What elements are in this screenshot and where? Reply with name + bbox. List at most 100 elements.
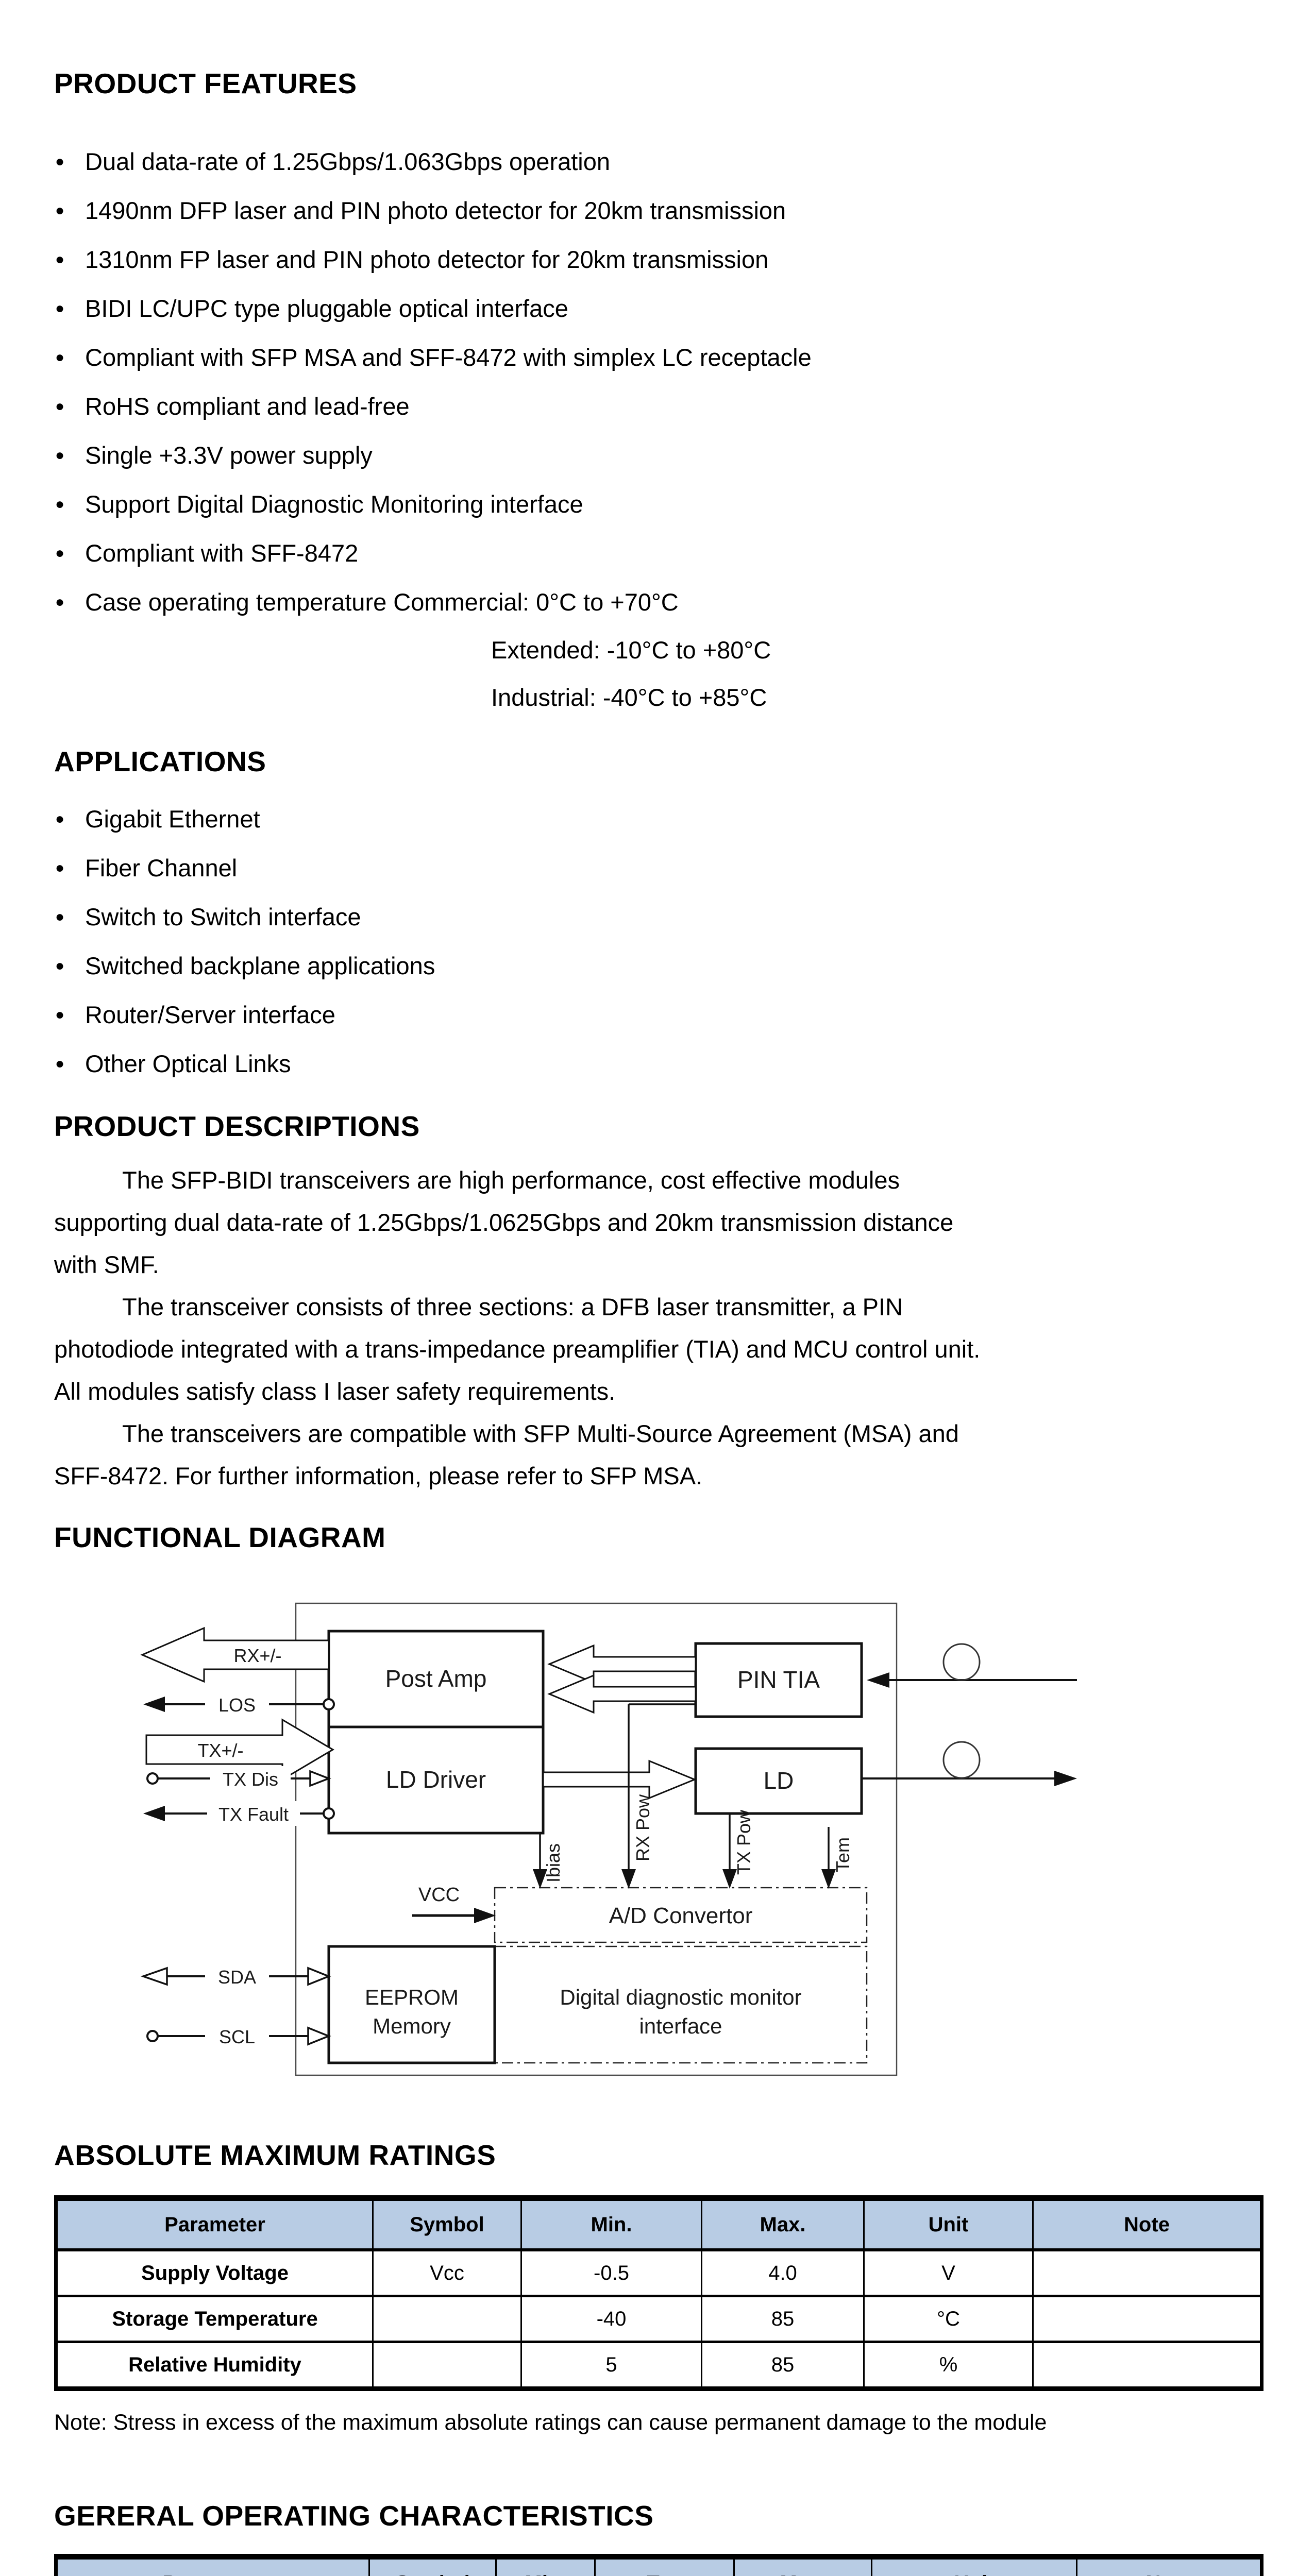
- table-cell: [372, 2341, 522, 2390]
- table-cell: 85: [701, 2341, 865, 2390]
- tx-pow-label: TX Pow: [733, 1809, 754, 1875]
- descriptions-body: The SFP-BIDI transceivers are high perfo…: [54, 1159, 1260, 1497]
- scl-label: SCL: [219, 2026, 255, 2047]
- feature-item: Single +3.3V power supply: [54, 431, 1260, 480]
- table-cell: [372, 2295, 522, 2343]
- feature-item: Dual data-rate of 1.25Gbps/1.063Gbps ope…: [54, 137, 1260, 186]
- abs-max-heading: ABSOLUTE MAXIMUM RATINGS: [54, 2139, 496, 2171]
- arrow-down-icon: [621, 1869, 636, 1889]
- gen-op-heading: GERERAL OPERATING CHARACTERISTICS: [54, 2500, 654, 2532]
- column-header: Max.: [701, 2197, 865, 2251]
- column-header: Min.: [520, 2197, 702, 2251]
- ddm-label-line1: Digital diagnostic monitor: [560, 1985, 801, 2009]
- sda-label: SDA: [218, 1967, 256, 1988]
- application-item: Other Optical Links: [54, 1039, 1260, 1088]
- description-line: The transceivers are compatible with SFP…: [122, 1420, 959, 1447]
- arrow-down-icon: [821, 1869, 836, 1889]
- ld-label: LD: [764, 1767, 794, 1794]
- table-cell: -0.5: [520, 2248, 702, 2297]
- descriptions-heading: PRODUCT DESCRIPTIONS: [54, 1110, 420, 1142]
- fiber-coil-icon: [942, 1643, 981, 1681]
- tx-fault-signal: [143, 1801, 335, 1826]
- pin-tia-label: PIN TIA: [737, 1666, 820, 1693]
- table-cell: V: [863, 2248, 1034, 2297]
- post-amp-label: Post Amp: [385, 1665, 487, 1692]
- table-header-row: Parameter Symbol Min. Max. Unit Note: [55, 2197, 1262, 2251]
- description-line: All modules satisfy class I laser safety…: [54, 1378, 616, 1405]
- column-header: Unit: [871, 2556, 1077, 2576]
- features-heading: PRODUCT FEATURES: [54, 67, 357, 99]
- application-item: Router/Server interface: [54, 990, 1260, 1039]
- arrow-left-icon: [143, 1697, 165, 1712]
- pin-circle-icon: [146, 1772, 159, 1785]
- ld-driver-box: [327, 1725, 545, 1835]
- ld-box: [694, 1747, 863, 1815]
- application-item: Switch to Switch interface: [54, 892, 1260, 941]
- table-cell: [1032, 2341, 1262, 2390]
- column-header: Unit: [863, 2197, 1034, 2251]
- pin-circle-icon: [146, 2030, 159, 2042]
- column-header: Symbol: [368, 2556, 497, 2576]
- column-header: Note: [1032, 2197, 1262, 2251]
- feature-item: Compliant with SFF-8472: [54, 529, 1260, 578]
- description-line: photodiode integrated with a trans-imped…: [54, 1335, 981, 1363]
- temp-range-industrial: Industrial: -40°C to +85°C: [491, 684, 767, 711]
- table-cell: Relative Humidity: [55, 2341, 374, 2390]
- pin-circle-icon: [323, 1698, 335, 1710]
- los-signal: [143, 1692, 335, 1717]
- eeprom-label-line1: EEPROM: [365, 1985, 459, 2009]
- arrow-right-open-icon: [309, 1770, 331, 1787]
- pin-circle-icon: [323, 1807, 335, 1820]
- features-list: Dual data-rate of 1.25Gbps/1.063Gbps ope…: [54, 137, 1260, 626]
- arrow-right-icon: [1054, 1771, 1077, 1786]
- table-header-row: Parameter Symbol Min. Typ Max. Unit Note: [55, 2556, 1262, 2576]
- arrow-right-open-icon: [307, 1967, 331, 1986]
- feature-item: RoHS compliant and lead-free: [54, 382, 1260, 431]
- application-item: Switched backplane applications: [54, 941, 1260, 990]
- rx-label: RX+/-: [233, 1645, 281, 1666]
- arrow-left-icon: [143, 1806, 165, 1821]
- description-line: with SMF.: [54, 1251, 159, 1278]
- column-header: Min.: [495, 2556, 596, 2576]
- table-cell: Vcc: [372, 2248, 522, 2297]
- table-row: Storage Temperature -40 85 °C: [55, 2295, 1262, 2343]
- rx-fiber: [867, 1643, 1077, 1688]
- pintia-to-postamp-arrow2-icon: [547, 1674, 697, 1714]
- tx-fault-label: TX Fault: [218, 1804, 289, 1825]
- table-cell: -40: [520, 2295, 702, 2343]
- pin-tia-box: [694, 1642, 863, 1718]
- column-header: Symbol: [372, 2197, 522, 2251]
- feature-item: Support Digital Diagnostic Monitoring in…: [54, 480, 1260, 529]
- column-header: Note: [1076, 2556, 1262, 2576]
- column-header: Max.: [733, 2556, 872, 2576]
- ddm-label-line2: interface: [639, 2014, 722, 2038]
- application-item: Fiber Channel: [54, 843, 1260, 892]
- rx-band-arrow-icon: [140, 1626, 330, 1683]
- arrow-left-open-icon: [140, 1967, 168, 1986]
- table-cell: %: [863, 2341, 1034, 2390]
- table-row: Supply Voltage Vcc -0.5 4.0 V: [55, 2248, 1262, 2297]
- feature-item: BIDI LC/UPC type pluggable optical inter…: [54, 284, 1260, 333]
- feature-item: 1310nm FP laser and PIN photo detector f…: [54, 235, 1260, 284]
- table-cell: Storage Temperature: [55, 2295, 374, 2343]
- lddriver-to-ld-arrow-icon: [542, 1759, 697, 1800]
- arrow-right-icon: [474, 1908, 496, 1923]
- los-label: LOS: [218, 1694, 256, 1716]
- column-header: Typ: [594, 2556, 735, 2576]
- application-item: Gigabit Ethernet: [54, 794, 1260, 843]
- sda-signal: [140, 1964, 331, 1989]
- description-line: The SFP-BIDI transceivers are high perfo…: [122, 1166, 900, 1194]
- abs-max-note: Note: Stress in excess of the maximum ab…: [54, 2410, 1047, 2435]
- description-line: The transceiver consists of three sectio…: [122, 1293, 903, 1320]
- tem-label: Tem: [832, 1837, 853, 1872]
- sensor-lines: [539, 1703, 830, 1870]
- table-cell: [1032, 2248, 1262, 2297]
- table-cell: 5: [520, 2341, 702, 2390]
- pintia-to-postamp-arrow-icon: [547, 1644, 697, 1684]
- table-cell: Supply Voltage: [55, 2248, 374, 2297]
- tx-label: TX+/-: [197, 1740, 243, 1761]
- tx-dis-signal: [146, 1766, 331, 1791]
- arrow-left-icon: [867, 1672, 889, 1688]
- functional-diagram: Post Amp LD Driver PIN TIA LD A/D Conver…: [103, 1586, 1260, 2083]
